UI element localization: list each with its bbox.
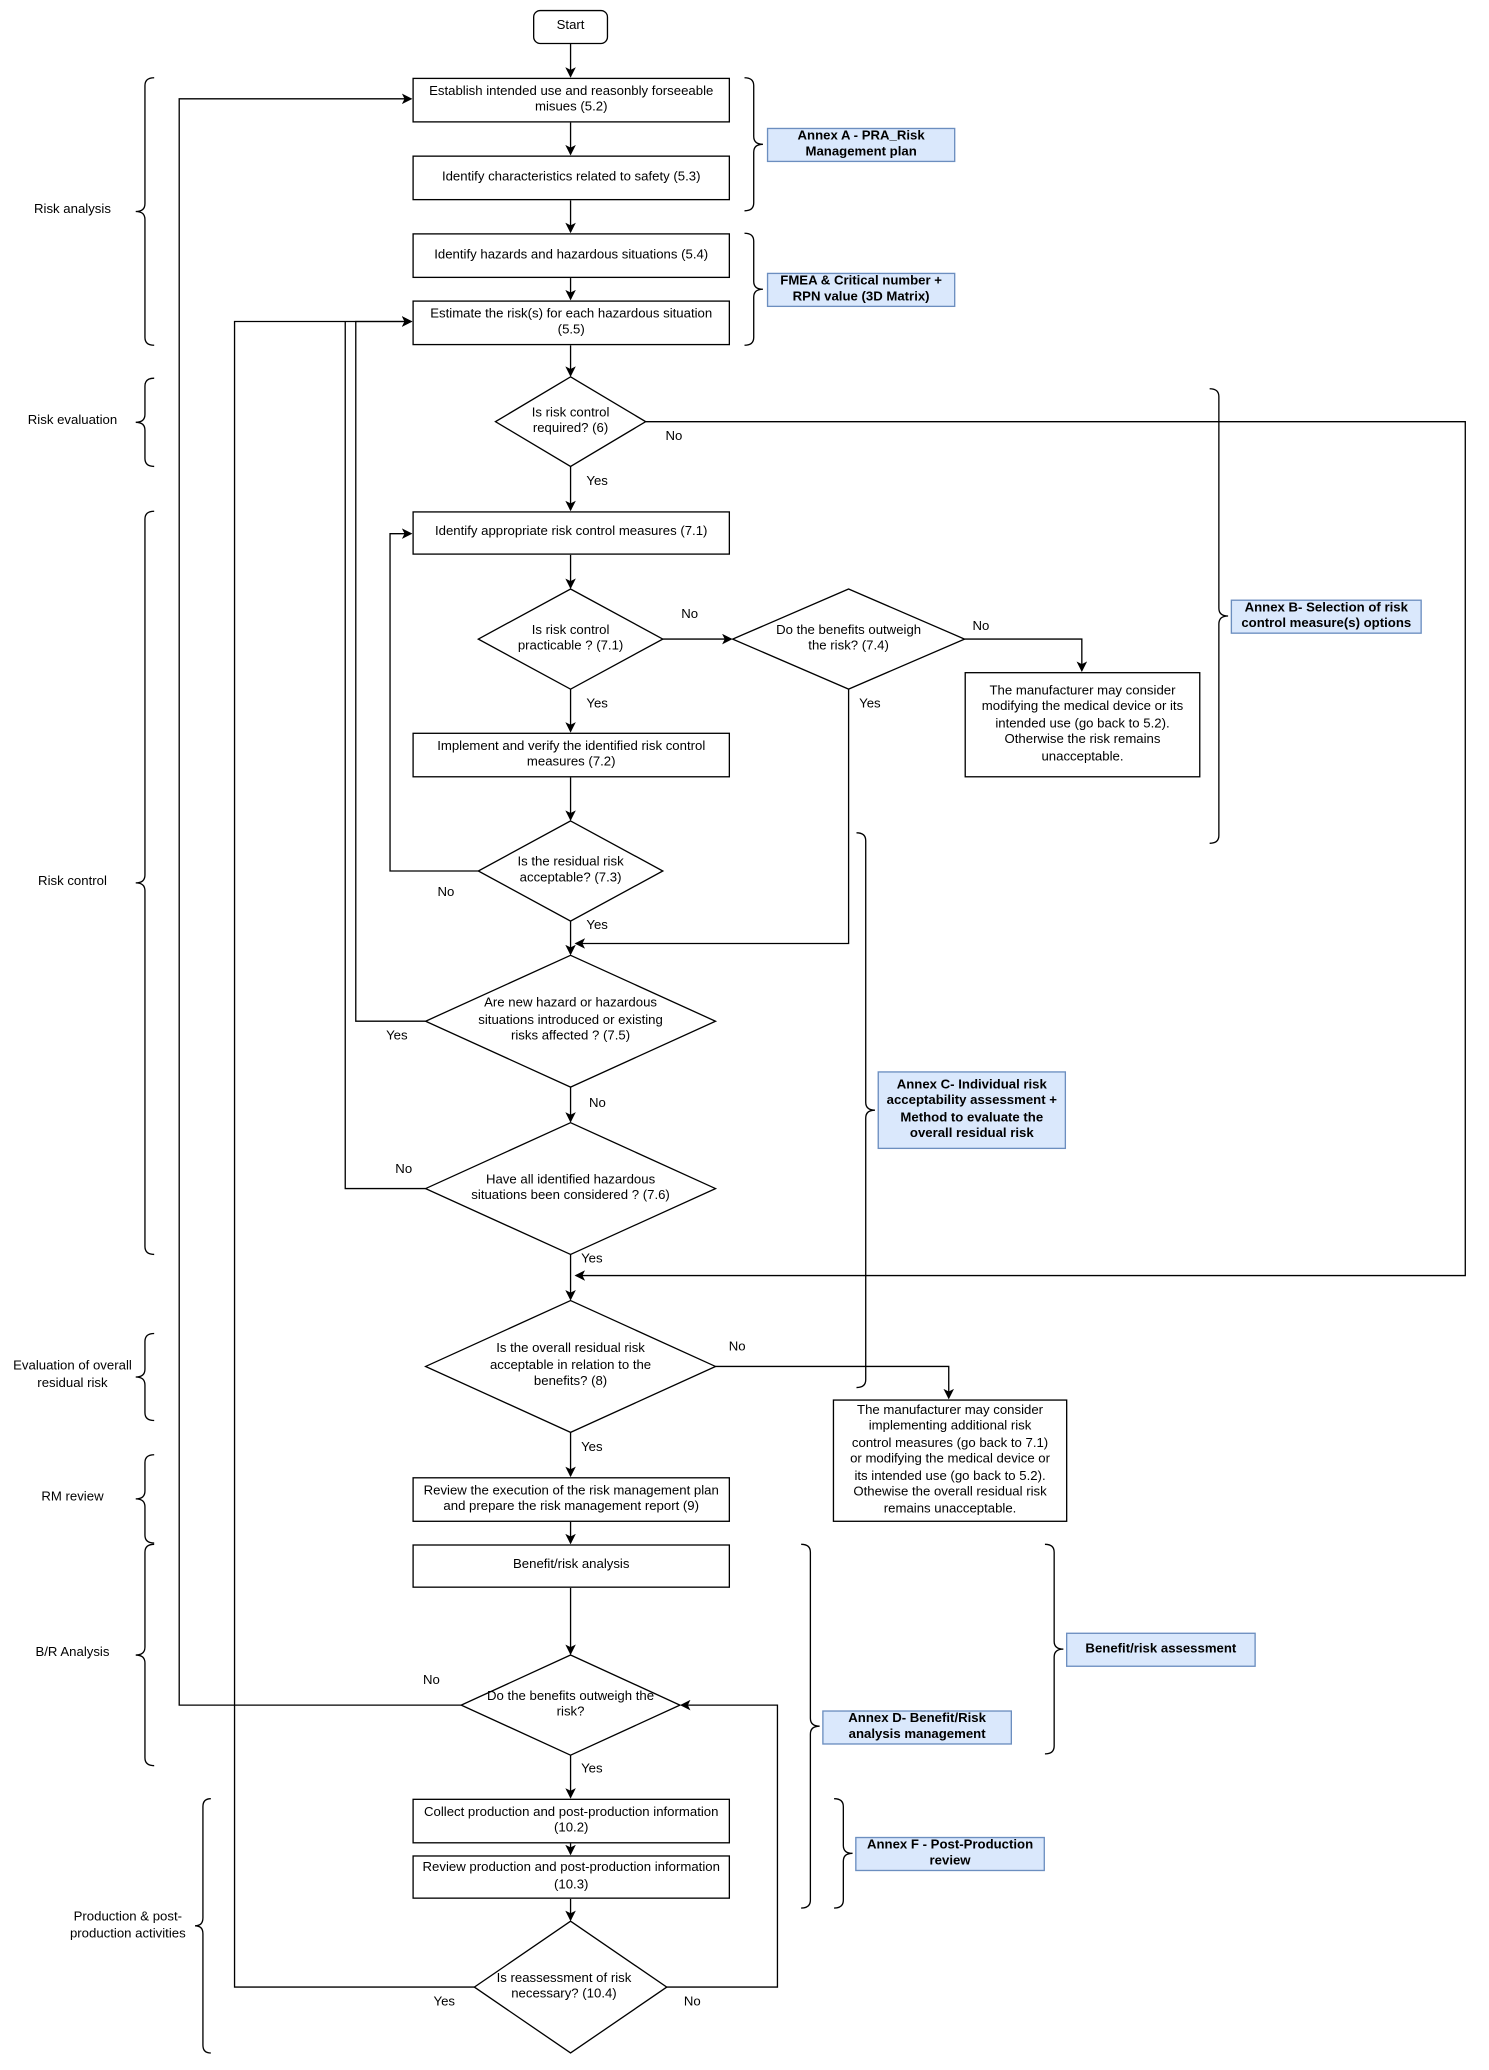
annex-b-note: Annex B- Selection of risk control measu… bbox=[1230, 599, 1422, 634]
curly-brace bbox=[194, 1798, 211, 2054]
decision-benefit-shape bbox=[459, 1654, 682, 1756]
edge-label-no: No bbox=[422, 1673, 440, 1688]
step-5-3: Identify characteristics related to safe… bbox=[412, 155, 731, 201]
edge-label-no: No bbox=[683, 1994, 701, 2010]
decision-7-4: Do the benefits outweigh the risk? (7.4) bbox=[776, 622, 922, 654]
curly-brace bbox=[801, 1543, 820, 1909]
edge-label-yes: Yes bbox=[586, 474, 608, 489]
step-9: Review the execution of the risk managem… bbox=[412, 1477, 731, 1522]
decision-6-shape bbox=[494, 376, 647, 468]
decision-7-6-shape bbox=[424, 1121, 718, 1256]
curly-brace bbox=[744, 77, 763, 212]
annex-f-note: Annex F - Post-Production review bbox=[855, 1836, 1045, 1872]
edge-label-no: No bbox=[972, 619, 990, 634]
start-terminal bbox=[533, 9, 609, 45]
decision-6: Is risk control required? (6) bbox=[531, 405, 610, 437]
phase-risk-evaluation: Risk evaluation bbox=[27, 413, 118, 428]
curly-brace bbox=[1044, 1543, 1064, 1755]
decision-8: Is the overall residual risk acceptable … bbox=[489, 1341, 652, 1390]
annex-d-note: Annex D- Benefit/Risk analysis managemen… bbox=[822, 1710, 1012, 1745]
edge-label-no: No bbox=[665, 429, 683, 445]
curly-brace bbox=[135, 1543, 155, 1767]
edge-label-yes: Yes bbox=[586, 697, 608, 712]
curly-brace bbox=[135, 377, 155, 468]
edge-label-yes: Yes bbox=[859, 697, 881, 712]
edge-label-yes: Yes bbox=[581, 1761, 603, 1777]
decision-8-shape bbox=[424, 1299, 718, 1434]
decision-7-1-shape bbox=[476, 588, 665, 690]
decision-7-3: Is the residual risk acceptable? (7.3) bbox=[517, 854, 624, 886]
phase-production: Production & post-production activities bbox=[69, 1910, 186, 1941]
step-10-3: Review production and post-production in… bbox=[412, 1855, 731, 1899]
edge-label-yes: Yes bbox=[586, 918, 608, 933]
phase-rm-review: RM review bbox=[41, 1489, 104, 1505]
edge-label-yes: Yes bbox=[433, 1994, 456, 2010]
annex-a-note: Annex A - PRA_Risk Management plan bbox=[766, 127, 956, 163]
phase-br-analysis: B/R Analysis bbox=[35, 1645, 110, 1660]
decision-7-3-shape bbox=[476, 820, 665, 922]
curly-brace bbox=[135, 1332, 155, 1422]
phase-risk-analysis: Risk analysis bbox=[34, 202, 111, 218]
fmea-note: FMEA & Critical number + RPN value (3D M… bbox=[766, 272, 956, 308]
step-10-2: Collect production and post-production i… bbox=[412, 1798, 731, 1844]
decision-7-5-shape bbox=[424, 954, 718, 1088]
curly-brace bbox=[135, 77, 155, 346]
decision-10-4-shape bbox=[473, 1920, 668, 2054]
edge-label-yes: Yes bbox=[581, 1440, 603, 1455]
decision-7-6: Have all identified hazardous situations… bbox=[471, 1172, 670, 1204]
edge-label-yes: Yes bbox=[386, 1029, 408, 1044]
decision-7-5: Are new hazard or hazardous situations i… bbox=[478, 996, 663, 1044]
edge-label-no: No bbox=[395, 1162, 413, 1177]
curly-brace bbox=[744, 232, 763, 346]
edge-label-yes: Yes bbox=[581, 1251, 603, 1267]
step-5-2: Establish intended use and reasonbly for… bbox=[412, 77, 731, 123]
step-5-5: Estimate the risk(s) for each hazardous … bbox=[412, 300, 731, 346]
edge-label-no: No bbox=[437, 885, 455, 900]
curly-brace bbox=[135, 510, 155, 1256]
curly-brace bbox=[1209, 388, 1229, 844]
step-7-2: Implement and verify the identified risk… bbox=[412, 732, 731, 778]
benefit-risk-assessment-note: Benefit/risk assessment bbox=[1066, 1632, 1256, 1667]
phase-risk-control: Risk control bbox=[38, 874, 107, 890]
benefit-risk-analysis-step: Benefit/risk analysis bbox=[412, 1544, 731, 1588]
annex-c-note: Annex C- Individual risk acceptability a… bbox=[877, 1071, 1067, 1150]
step-5-4: Identify hazards and hazardous situation… bbox=[412, 233, 731, 279]
step-7-1: Identify appropriate risk control measur… bbox=[412, 511, 731, 555]
curly-brace bbox=[135, 1454, 155, 1544]
decision-benefit-outweigh: Do the benefits outweigh the risk? bbox=[487, 1688, 655, 1720]
decision-10-4: Is reassessment of risk necessary? (10.4… bbox=[496, 1970, 632, 2002]
additional-measures-note: The manufacturer may consider implementi… bbox=[832, 1399, 1068, 1522]
decision-7-1: Is risk control practicable ? (7.1) bbox=[517, 622, 624, 654]
edge-label-no: No bbox=[728, 1340, 746, 1355]
phase-overall-residual-risk: Evaluation of overall residual risk bbox=[13, 1359, 132, 1391]
curly-brace bbox=[834, 1798, 853, 1909]
modify-device-note: The manufacturer may consider modifying … bbox=[964, 672, 1201, 778]
start-label: Start bbox=[556, 18, 585, 34]
decision-7-4-shape bbox=[730, 588, 967, 690]
edge-label-no: No bbox=[681, 607, 699, 622]
edge-label-no: No bbox=[589, 1096, 606, 1111]
curly-brace bbox=[856, 832, 875, 1389]
